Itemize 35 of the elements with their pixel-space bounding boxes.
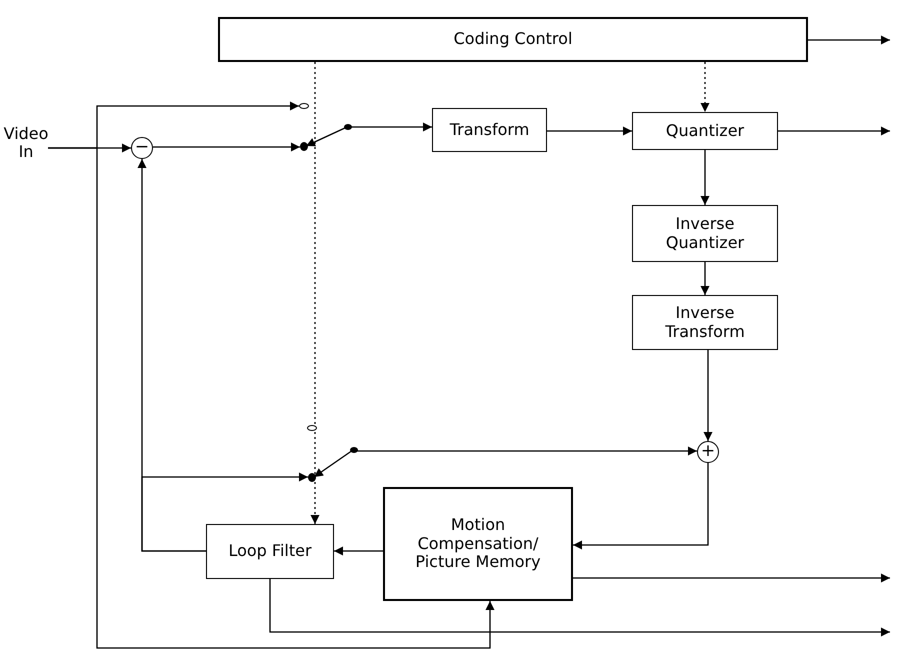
arrow bbox=[314, 449, 354, 478]
arrow bbox=[153, 142, 300, 152]
arrow bbox=[700, 150, 710, 205]
switch-contact bbox=[299, 103, 309, 109]
arrow bbox=[704, 350, 712, 441]
arrow bbox=[334, 546, 383, 556]
arrow bbox=[356, 446, 697, 456]
input-label: Video In bbox=[4, 122, 48, 164]
dotted-control-arrow bbox=[310, 62, 320, 524]
operator-circle: + bbox=[697, 441, 719, 463]
arrow bbox=[547, 126, 632, 136]
switch-contact bbox=[350, 447, 358, 453]
process-box: Inverse Transform bbox=[632, 295, 778, 350]
process-box: Transform bbox=[432, 108, 547, 152]
arrow bbox=[48, 147, 494, 649]
arrow bbox=[141, 472, 308, 552]
switch-contact bbox=[344, 124, 352, 130]
arrow bbox=[573, 463, 709, 550]
arrow bbox=[700, 262, 710, 295]
arrow bbox=[573, 574, 890, 582]
switch-contact bbox=[300, 142, 308, 151]
switch-contact bbox=[308, 473, 316, 482]
process-box: Loop Filter bbox=[206, 524, 334, 579]
process-box: Quantizer bbox=[632, 112, 778, 150]
arrow bbox=[269, 579, 890, 636]
arrow bbox=[778, 126, 890, 136]
operator-circle: − bbox=[131, 137, 153, 159]
arrow bbox=[306, 126, 348, 147]
process-box: Coding Control bbox=[218, 17, 808, 62]
arrow bbox=[808, 36, 890, 44]
process-box: Motion Compensation/ Picture Memory bbox=[383, 487, 573, 601]
arrow bbox=[350, 122, 432, 132]
dotted-control-arrow bbox=[700, 62, 710, 112]
switch-contact bbox=[307, 425, 317, 431]
process-box: Inverse Quantizer bbox=[632, 205, 778, 262]
